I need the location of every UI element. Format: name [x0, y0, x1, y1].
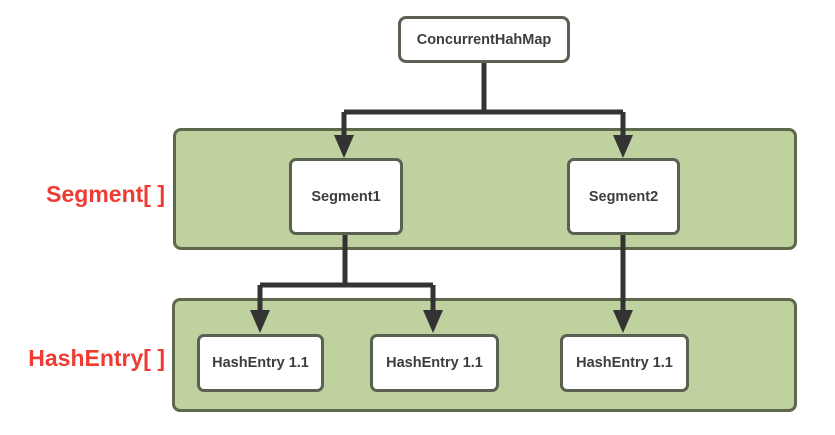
- node-segment1-label: Segment1: [311, 188, 381, 205]
- node-hashentry-1-label: HashEntry 1.1: [212, 355, 309, 371]
- segment-array-band: [173, 128, 797, 250]
- node-segment2-label: Segment2: [588, 188, 659, 205]
- node-hashentry-3: HashEntry 1.1: [560, 334, 689, 392]
- node-segment1: Segment1: [289, 158, 403, 235]
- segment-array-label: Segment[ ]: [46, 181, 165, 207]
- node-segment2: Segment2: [567, 158, 680, 235]
- node-hashentry-1: HashEntry 1.1: [197, 334, 324, 392]
- node-hashentry-2-label: HashEntry 1.1: [386, 355, 483, 371]
- node-hashentry-3-label: HashEntry 1.1: [576, 355, 673, 371]
- hashentry-array-label: HashEntry[ ]: [28, 345, 165, 371]
- node-hashentry-2: HashEntry 1.1: [370, 334, 499, 392]
- node-concurrenthashmap: ConcurrentHahMap: [398, 16, 570, 63]
- node-concurrenthashmap-label: ConcurrentHahMap: [416, 31, 552, 48]
